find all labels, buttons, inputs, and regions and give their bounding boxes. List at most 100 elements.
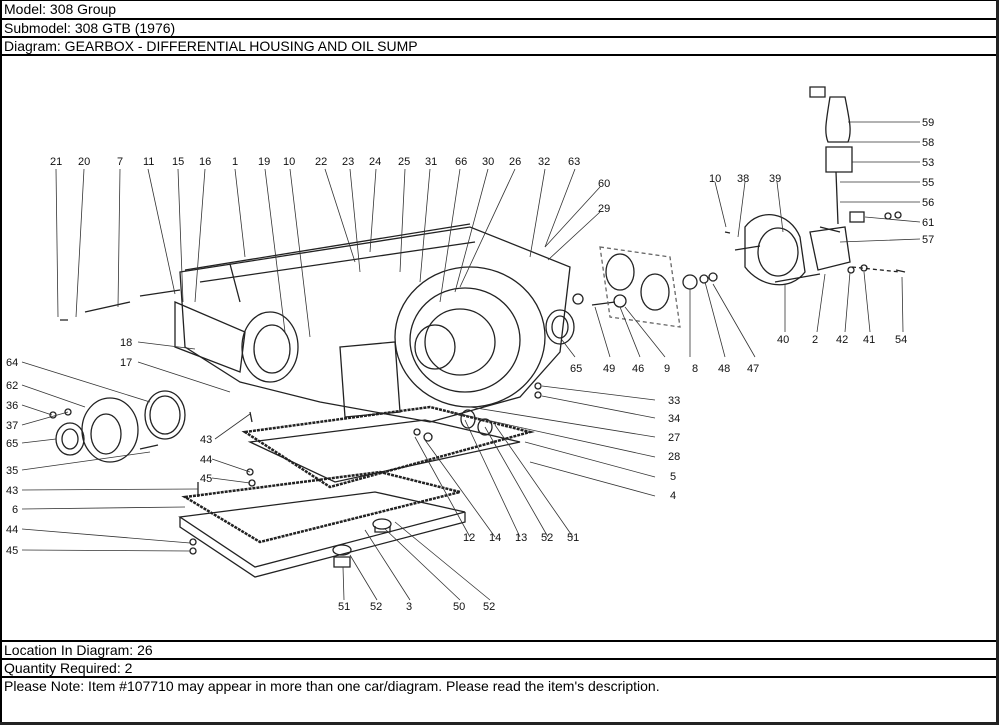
callout: 65 xyxy=(6,438,18,450)
callout: 52 xyxy=(370,601,382,613)
callout: 64 xyxy=(6,357,18,369)
callout: 44 xyxy=(6,524,18,536)
callout: 35 xyxy=(6,465,18,477)
bearing-bore xyxy=(241,311,299,383)
callout: 7 xyxy=(117,156,123,168)
callout: 14 xyxy=(489,532,501,544)
callout: 41 xyxy=(863,334,875,346)
speedo-drive xyxy=(825,96,851,143)
callout: 56 xyxy=(922,197,934,209)
callout: 25 xyxy=(398,156,410,168)
callout: 21 xyxy=(50,156,62,168)
callout: 39 xyxy=(769,173,781,185)
callout: 3 xyxy=(406,601,412,613)
callout: 26 xyxy=(509,156,521,168)
callout: 62 xyxy=(6,380,18,392)
callout: 54 xyxy=(895,334,907,346)
model-row: Model: 308 Group xyxy=(0,0,996,18)
callout: 31 xyxy=(425,156,437,168)
callout: 30 xyxy=(482,156,494,168)
callout: 65 xyxy=(570,363,582,375)
callout: 44 xyxy=(200,454,212,466)
callout: 37 xyxy=(6,420,18,432)
parts-diagram: 21 20 7 11 15 16 1 19 10 22 23 24 25 31 … xyxy=(0,54,996,640)
callout: 10 xyxy=(283,156,295,168)
exploded-view-drawing: 21 20 7 11 15 16 1 19 10 22 23 24 25 31 … xyxy=(6,86,934,613)
callout: 53 xyxy=(922,157,934,169)
submodel-row: Submodel: 308 GTB (1976) xyxy=(0,18,996,36)
callout: 2 xyxy=(812,334,818,346)
oil-seal-65-left xyxy=(55,422,85,456)
lower-gasket xyxy=(181,470,461,544)
diagram-title-text: Diagram: GEARBOX - DIFFERENTIAL HOUSING … xyxy=(4,38,418,54)
callout: 45 xyxy=(6,545,18,557)
callout: 17 xyxy=(120,357,132,369)
callout: 16 xyxy=(199,156,211,168)
casing-top-flange xyxy=(184,223,476,303)
callout: 59 xyxy=(922,117,934,129)
callout: 58 xyxy=(922,137,934,149)
callout: 10 xyxy=(709,173,721,185)
callout: 4 xyxy=(670,490,676,502)
callout: 60 xyxy=(598,178,610,190)
callout: 51 xyxy=(338,601,350,613)
callout: 47 xyxy=(747,363,759,375)
callout: 40 xyxy=(777,334,789,346)
location-row: Location In Diagram: 26 xyxy=(0,640,996,658)
callout: 61 xyxy=(922,217,934,229)
callout: 45 xyxy=(200,473,212,485)
callout: 22 xyxy=(315,156,327,168)
callout: 1 xyxy=(232,156,238,168)
callout: 23 xyxy=(342,156,354,168)
gearbox-casing xyxy=(179,226,571,423)
callout: 18 xyxy=(120,337,132,349)
oil-seal-65-mid xyxy=(545,309,575,345)
callout: 52 xyxy=(483,601,495,613)
submodel-text: Submodel: 308 GTB (1976) xyxy=(4,20,176,36)
callout: 13 xyxy=(515,532,527,544)
model-text: Model: 308 Group xyxy=(4,1,117,17)
ghost-plate xyxy=(599,246,681,328)
callout: 27 xyxy=(668,432,680,444)
note-text: Please Note: Item #107710 may appear in … xyxy=(4,678,660,694)
callout: 38 xyxy=(737,173,749,185)
callout: 52 xyxy=(541,532,553,544)
callout: 12 xyxy=(463,532,475,544)
note-row: Please Note: Item #107710 may appear in … xyxy=(0,676,996,722)
quantity-row: Quantity Required: 2 xyxy=(0,658,996,676)
callout: 48 xyxy=(718,363,730,375)
callout: 63 xyxy=(568,156,580,168)
callout: 24 xyxy=(369,156,381,168)
speedo-flange xyxy=(744,214,806,286)
callout: 28 xyxy=(668,451,680,463)
callout: 43 xyxy=(200,434,212,446)
callout: 57 xyxy=(922,234,934,246)
callout: 11 xyxy=(143,156,154,168)
callout: 50 xyxy=(453,601,465,613)
callout: 51 xyxy=(567,532,579,544)
callout: 15 xyxy=(172,156,184,168)
location-text: Location In Diagram: 26 xyxy=(4,642,153,658)
callout: 33 xyxy=(668,395,680,407)
upper-gasket xyxy=(241,405,535,489)
speedo-block xyxy=(809,226,851,271)
callout: 46 xyxy=(632,363,644,375)
callout: 36 xyxy=(6,400,18,412)
callout: 19 xyxy=(258,156,270,168)
callout: 66 xyxy=(455,156,467,168)
callout: 42 xyxy=(836,334,848,346)
callout: 20 xyxy=(78,156,90,168)
callout: 55 xyxy=(922,177,934,189)
quantity-text: Quantity Required: 2 xyxy=(4,660,133,676)
callout: 6 xyxy=(12,504,18,516)
callout-labels: 21 20 7 11 15 16 1 19 10 22 23 24 25 31 … xyxy=(6,117,934,613)
drawing-lines xyxy=(49,86,906,578)
seal-ring-64 xyxy=(144,390,186,440)
frame-left-rule xyxy=(0,0,2,724)
callout: 29 xyxy=(598,203,610,215)
bearing-carrier-62 xyxy=(81,397,139,463)
diagram-title-row: Diagram: GEARBOX - DIFFERENTIAL HOUSING … xyxy=(0,36,996,54)
callout: 5 xyxy=(670,471,676,483)
callout: 8 xyxy=(692,363,698,375)
